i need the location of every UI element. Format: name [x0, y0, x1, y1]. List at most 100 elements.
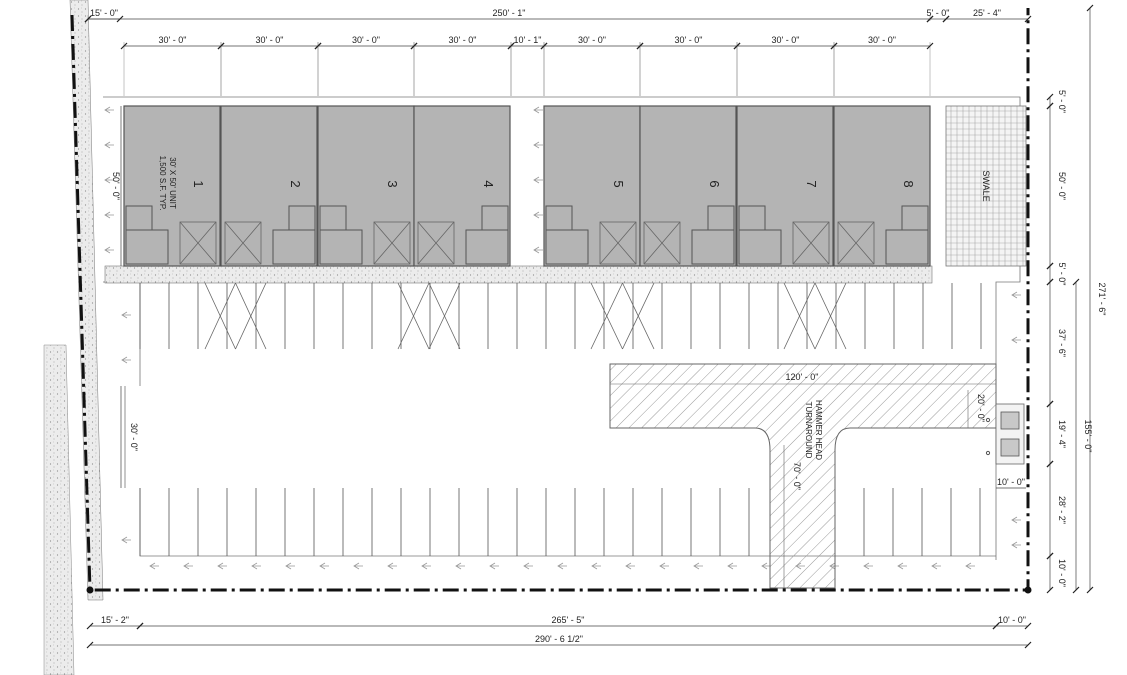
dimension-layer: 250' - 1" 1 5' - 0" 5' - 0" 25' - 4" 30' - 0"…: [84, 4, 1107, 649]
dim-right-col-7-tick-a: [1046, 552, 1054, 560]
dim-right-col-3: 5' - 0": [1057, 263, 1067, 286]
pole-marker-1: [985, 417, 991, 423]
dim-left-setback-tick-b: [116, 15, 124, 23]
entry-vestibule: [125, 205, 153, 231]
unit-number: 7: [804, 180, 819, 187]
parking-layer: [104, 106, 1021, 570]
utility-box-2: [1000, 438, 1020, 457]
flow-arrow-mid: [533, 211, 543, 219]
unit-5: 5: [543, 105, 641, 267]
dim-swale-gap-tick-a: [926, 15, 934, 23]
entry-vestibule: [707, 205, 735, 231]
turnaround-width: 120' - 0": [786, 372, 819, 382]
unit-number: 3: [385, 180, 400, 187]
flow-arrow-mid: [533, 106, 543, 114]
roll-up-door-cross: [837, 221, 875, 265]
office-block: [738, 229, 782, 265]
entry-vestibule: [901, 205, 929, 231]
office-block: [691, 229, 735, 265]
turnaround-label-line-2: TURNAROUND: [804, 402, 813, 459]
dim-right-col-4-tick-a: [1046, 278, 1054, 286]
no-parking-bay-2: [397, 282, 461, 350]
entry-vestibule: [288, 205, 316, 231]
flow-arrow-bottom: [897, 562, 907, 570]
unit-number: 4: [481, 180, 496, 187]
dim-right-col-3-tick-a: [1046, 262, 1054, 270]
no-parking-bay-3: [590, 282, 655, 350]
flow-arrow-left: [104, 106, 114, 114]
flow-arrow-left: [104, 246, 114, 254]
dim-right-col-7-tick-b: [1046, 586, 1054, 594]
dim-right-col-7: 10' - 0": [1057, 559, 1067, 587]
dim-bottom-left-tick-a: [86, 622, 94, 630]
flow-arrow-bottom: [183, 562, 193, 570]
office-block: [885, 229, 929, 265]
flow-arrow-bottom: [863, 562, 873, 570]
dim-unit-width-7-tick-a: [636, 42, 644, 50]
flow-arrow-bottom: [591, 562, 601, 570]
dim-unit-width-9-tick-a: [830, 42, 838, 50]
dim-unit-width-5-tick-a: [507, 42, 515, 50]
flow-arrow-bottom: [727, 562, 737, 570]
dim-right-col-2: 50' - 0": [1057, 172, 1067, 200]
dim-right-col-6-tick-a: [1046, 460, 1054, 468]
roll-up-door: [643, 221, 681, 265]
dim-unit-width-3: 30' - 0": [352, 35, 380, 45]
flow-arrow-right: [1011, 516, 1021, 524]
unit-number: 6: [707, 180, 722, 187]
dim-bottom-mid-tick-a: [136, 622, 144, 630]
unit-number: 5: [611, 180, 626, 187]
unit-1: 1: [123, 105, 221, 267]
office-block: [465, 229, 509, 265]
dim-unit-width-2: 30' - 0": [256, 35, 284, 45]
turnaround-label-line-1: HAMMER HEAD: [814, 400, 823, 460]
roll-up-door-cross: [599, 221, 637, 265]
roll-up-door-cross: [643, 221, 681, 265]
units-layer: 1 2 3 4 5 6 7 8: [123, 105, 931, 267]
utility-box-1: [1000, 411, 1020, 430]
flow-arrow-left: [104, 141, 114, 149]
unit-8: 8: [833, 105, 931, 267]
hammerhead-turnaround: [609, 363, 997, 589]
flow-arrow-lot: [121, 536, 131, 544]
dim-bottom-mid: 265' - 5": [552, 615, 585, 625]
roll-up-door: [224, 221, 262, 265]
unit-number: 1: [191, 180, 206, 187]
dim-unit-width-9-tick-b: [926, 42, 934, 50]
unit-2: 2: [220, 105, 318, 267]
dim-outer-depth-top-tick-b: [1086, 586, 1094, 594]
dim-unit-width-1-tick-a: [120, 42, 128, 50]
turnaround-depth: 20' - 0": [976, 394, 986, 422]
no-parking-bay-1: [204, 282, 267, 350]
roll-up-door: [837, 221, 875, 265]
flow-arrow-lot: [121, 311, 131, 319]
pole-marker-2: [985, 450, 991, 456]
unit-6: 6: [639, 105, 737, 267]
roll-up-door: [373, 221, 411, 265]
dim-right-col-6: 28' - 2": [1057, 496, 1067, 524]
unit-7: 7: [736, 105, 834, 267]
dim-bottom-left: 15' - 2": [101, 615, 129, 625]
dim-unit-width-8: 30' - 0": [772, 35, 800, 45]
unit-3: 3: [317, 105, 415, 267]
turnaround-label: HAMMER HEAD TURNAROUND: [804, 400, 823, 460]
flow-arrow-right: [1011, 336, 1021, 344]
flow-arrow-lot: [121, 356, 131, 364]
dim-bottom-right-tick-a: [992, 622, 1000, 630]
dim-unit-width-5: 10' - 1": [514, 35, 542, 45]
dim-outer-depth-lower-tick-b: [1072, 586, 1080, 594]
dim-right-top: 25' - 4": [973, 8, 1001, 18]
flow-arrow-left: [104, 176, 114, 184]
dim-right-col-5-tick-a: [1046, 400, 1054, 408]
flow-arrow-mid: [533, 176, 543, 184]
dim-right-col-1: 5' - 0": [1057, 90, 1067, 113]
dim-top-overall: 250' - 1": [493, 8, 526, 18]
roll-up-door-cross: [373, 221, 411, 265]
flow-arrow-right: [1011, 541, 1021, 549]
swale-area: [945, 105, 1027, 267]
flow-arrow-bottom: [489, 562, 499, 570]
office-block: [272, 229, 316, 265]
roll-up-door-cross: [417, 221, 455, 265]
roll-up-door-cross: [179, 221, 217, 265]
